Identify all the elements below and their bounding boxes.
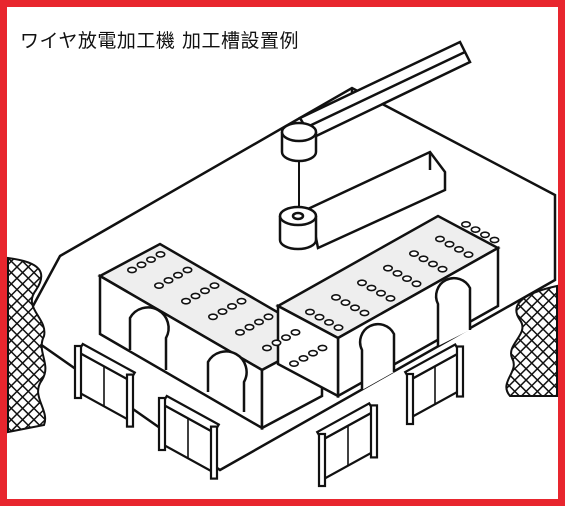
hole-mark — [375, 289, 386, 297]
hole-mark — [235, 328, 246, 336]
hole-mark — [200, 287, 211, 295]
hole-mark — [290, 328, 301, 336]
hole-mark — [227, 302, 238, 310]
hole-mark — [463, 251, 474, 258]
hole-mark — [427, 260, 438, 268]
bracket-icon — [157, 394, 221, 480]
hole-mark — [271, 339, 282, 347]
hole-mark — [280, 334, 291, 341]
work-block-right — [275, 214, 501, 399]
hole-mark — [236, 297, 247, 305]
hole-mark — [385, 294, 396, 302]
hole-mark — [317, 344, 328, 352]
hole-mark — [382, 264, 393, 272]
hole-mark — [489, 236, 500, 244]
hole-mark — [314, 313, 325, 321]
hole-mark — [323, 318, 334, 326]
hole-mark — [333, 324, 344, 331]
hole-mark — [190, 292, 201, 300]
right-wall-hatch — [505, 284, 558, 397]
hole-mark — [298, 354, 309, 362]
hole-mark — [136, 261, 147, 269]
hole-mark — [182, 266, 193, 274]
upper-guide-head — [280, 121, 318, 163]
hole-mark — [127, 266, 138, 274]
hole-mark — [479, 231, 490, 239]
hole-mark — [356, 279, 367, 287]
figure-caption: ワイヤ放電加工機 加工槽設置例 — [20, 30, 299, 52]
hole-mark — [244, 323, 255, 331]
hole-mark — [208, 313, 219, 321]
hole-mark — [437, 265, 448, 273]
hole-mark — [217, 308, 228, 315]
hole-mark — [444, 240, 455, 248]
hole-mark — [181, 297, 192, 305]
hole-mark — [434, 235, 445, 243]
hole-mark — [460, 220, 471, 228]
hole-mark — [366, 284, 377, 292]
lower-guide-head — [278, 205, 318, 251]
hole-mark — [263, 313, 274, 321]
hole-mark — [401, 275, 412, 282]
bracket-icon — [403, 343, 465, 426]
hole-mark — [349, 304, 360, 312]
hole-mark — [392, 269, 403, 277]
hole-mark — [173, 271, 184, 279]
hole-mark — [330, 293, 341, 301]
bracket-icon — [315, 401, 379, 488]
hole-mark — [155, 250, 166, 258]
block-holes — [127, 220, 500, 367]
hole-mark — [254, 318, 265, 326]
hole-mark — [261, 344, 272, 352]
left-wall-hatch — [7, 256, 47, 434]
anchor-brackets — [73, 342, 465, 488]
bracket-icon — [73, 342, 137, 428]
hole-mark — [154, 282, 165, 289]
hole-mark — [453, 245, 464, 253]
hole-mark — [359, 309, 370, 317]
hole-mark — [408, 250, 419, 257]
hole-mark — [209, 282, 220, 289]
hole-mark — [304, 308, 315, 316]
hole-mark — [470, 226, 481, 233]
hole-mark — [288, 360, 299, 367]
hole-mark — [163, 276, 174, 284]
hole-mark — [340, 299, 351, 306]
hole-mark — [418, 255, 429, 263]
hole-mark — [146, 256, 157, 263]
hole-mark — [307, 349, 318, 357]
hole-mark — [411, 280, 422, 288]
